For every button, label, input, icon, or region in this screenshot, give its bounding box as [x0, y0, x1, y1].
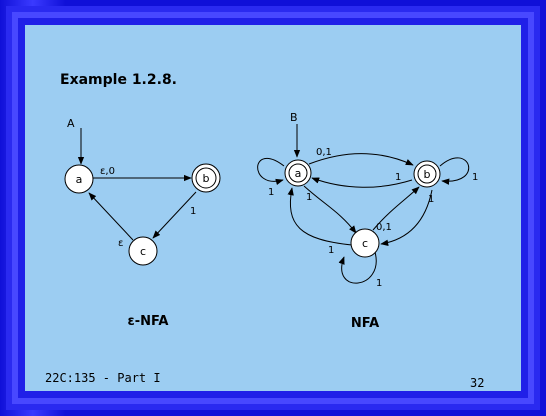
nfa-edge-a-c	[303, 185, 357, 234]
enfa-state-b-inner-ring	[195, 167, 217, 189]
nfa-loop-b	[439, 157, 470, 185]
nfa-edge-a-b-label: 0,1	[316, 147, 332, 158]
nfa-edge-b-c	[380, 189, 433, 246]
nfa-loop-a	[257, 158, 285, 186]
enfa-state-c-label: c	[140, 245, 146, 258]
enfa-state-a	[64, 164, 94, 194]
enfa-state-c	[128, 236, 158, 266]
nfa-state-b-label: b	[424, 168, 431, 181]
slide-canvas	[25, 25, 521, 391]
enfa-state-a-label: a	[76, 173, 83, 186]
nfa-state-a-label: a	[295, 167, 302, 180]
nfa-edge-c-a	[287, 187, 353, 246]
enfa-start-label: A	[67, 117, 75, 130]
enfa-edge-c-a-label: ε	[118, 238, 123, 249]
nfa-loop-a-label: 1	[268, 187, 274, 198]
enfa-diagram: A ε,0 1 ε a b c ε-NFA	[64, 117, 221, 329]
nfa-start-label: B	[290, 111, 298, 124]
footer-page-number: 32	[470, 376, 484, 390]
nfa-edge-a-b	[308, 153, 414, 166]
slide-title: Example 1.2.8.	[60, 72, 177, 88]
nfa-diagram: B 1 0,1 1 1 1 1 1 0,1 1 a	[257, 111, 478, 331]
nfa-state-a-inner-ring	[288, 163, 308, 183]
enfa-edge-a-b-label: ε,0	[100, 166, 115, 177]
nfa-state-c	[350, 228, 380, 258]
nfa-edge-c-b-label: 0,1	[376, 222, 392, 233]
enfa-edge-c-a	[88, 192, 134, 241]
nfa-state-c-label: c	[362, 237, 368, 250]
nfa-edge-c-a-label: 1	[328, 245, 334, 256]
enfa-edge-b-c	[152, 191, 197, 239]
enfa-edge-b-c-label: 1	[190, 206, 196, 217]
nfa-loop-c-label: 1	[376, 278, 382, 289]
nfa-edge-c-b	[372, 186, 420, 231]
nfa-edge-b-a-label: 1	[395, 172, 401, 183]
nfa-state-b-inner-ring	[417, 164, 437, 184]
nfa-loop-c	[338, 251, 377, 284]
nfa-edge-a-c-label: 1	[306, 192, 312, 203]
nfa-caption: NFA	[351, 316, 379, 331]
nfa-loop-b-label: 1	[472, 172, 478, 183]
enfa-state-b-label: b	[203, 172, 210, 185]
nfa-edge-b-a	[311, 177, 413, 188]
nfa-edge-b-c-label: 1	[428, 194, 434, 205]
enfa-caption: ε-NFA	[128, 314, 169, 329]
footer-course: 22C:135 - Part I	[45, 371, 161, 385]
